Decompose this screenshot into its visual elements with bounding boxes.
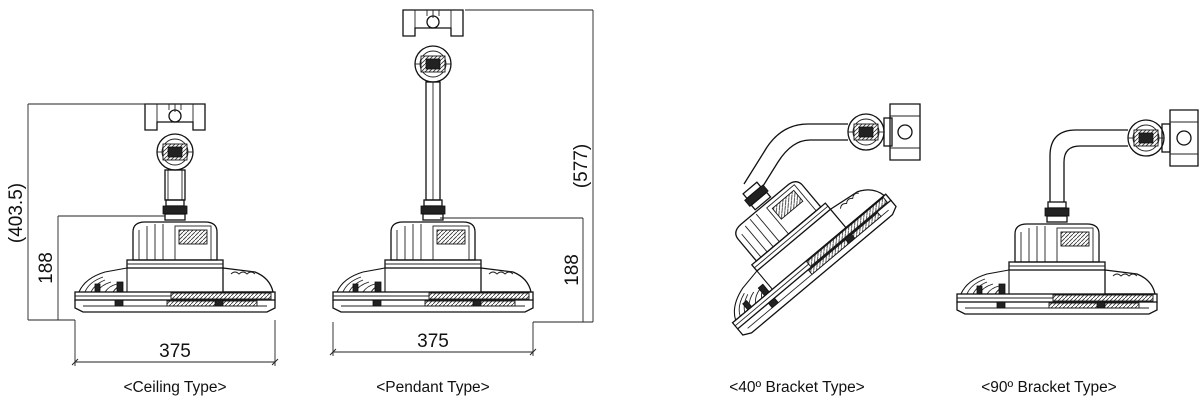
bracket-40-wall-bracket xyxy=(883,103,921,161)
bracket-90-wall-bracket xyxy=(1161,109,1199,167)
pendant-luminaire-body xyxy=(332,199,534,313)
bracket-40-luminaire-body xyxy=(672,123,900,339)
ceiling-type-view: (403.5) 188 375 <Ceiling Type> xyxy=(6,103,279,396)
bracket-90-junction-box xyxy=(1127,119,1165,157)
ceiling-junction-box xyxy=(156,133,194,171)
pendant-body-height-label: 188 xyxy=(562,254,583,286)
pendant-type-view: (577) 188 375 <Pendant Type> xyxy=(329,9,594,396)
pendant-total-height-label: (577) xyxy=(571,144,592,188)
ceiling-total-height-label: (403.5) xyxy=(6,183,27,243)
ceiling-type-caption: <Ceiling Type> xyxy=(123,379,226,396)
bracket-90-luminaire-body xyxy=(956,201,1158,315)
ceiling-luminaire-body xyxy=(74,199,276,313)
pendant-junction-box xyxy=(414,45,452,83)
pendant-width-label: 375 xyxy=(417,331,449,352)
bracket-40-junction-box xyxy=(847,113,885,151)
bracket-40-type-caption: <40º Bracket Type> xyxy=(729,379,865,396)
ceiling-body-height-label: 188 xyxy=(36,252,57,284)
bracket-90-type-view: <90º Bracket Type> xyxy=(956,109,1199,396)
ceiling-width-label: 375 xyxy=(159,341,191,362)
bracket-40-type-view: <40º Bracket Type> xyxy=(672,103,921,396)
pendant-type-caption: <Pendant Type> xyxy=(376,379,489,396)
bracket-90-type-caption: <90º Bracket Type> xyxy=(981,379,1117,396)
